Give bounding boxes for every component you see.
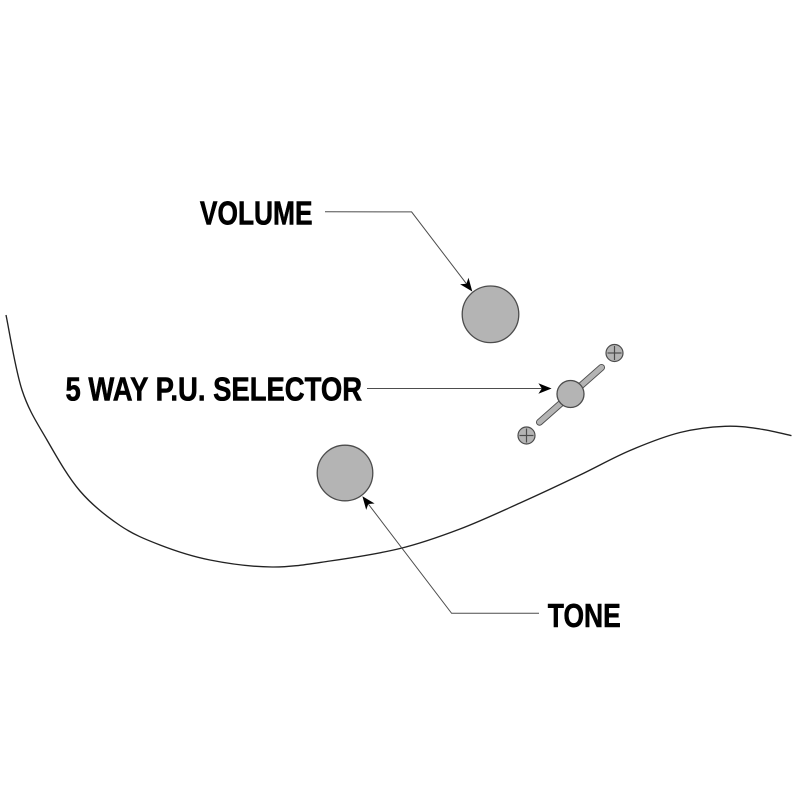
svg-text:VOLUME: VOLUME <box>200 195 313 232</box>
svg-text:5 WAY P.U. SELECTOR: 5 WAY P.U. SELECTOR <box>66 371 363 408</box>
svg-text:TONE: TONE <box>548 598 621 635</box>
